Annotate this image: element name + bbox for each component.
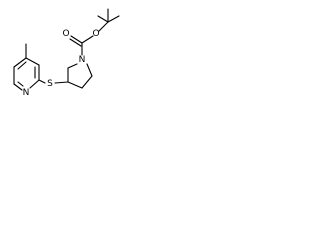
bond-pyrrolidine-c4-c5	[81, 75, 93, 89]
bond-tbu-methyl-left	[97, 15, 109, 23]
chemical-structure-diagram: O O N S N	[0, 0, 130, 122]
bond-pyrrolidine-n-c2	[67, 63, 78, 69]
carbonyl-oxygen-label: O	[62, 29, 69, 39]
bond-carbonyl-double-b	[69, 38, 82, 47]
bond-pyridine-c5-c4	[13, 57, 27, 68]
tert-butyl-group	[97, 8, 120, 32]
bond-pyridine-n-c6	[13, 83, 23, 91]
bond-pyridine-c2-n	[29, 79, 40, 89]
pyrrolidine-nitrogen-label: N	[79, 55, 86, 65]
bond-c3-sulfur	[54, 81, 69, 84]
ester-oxygen-label: O	[92, 29, 99, 39]
bond-pyridine-inner-double-3	[17, 81, 24, 87]
pyridine-ring: N	[13, 57, 40, 98]
molecule-drawing: O O N S N	[13, 8, 120, 98]
bond-pyrrolidine-c3-c4	[67, 81, 83, 89]
bond-tbu-oxygen	[98, 21, 109, 32]
sulfur-label: S	[47, 79, 53, 89]
bond-ester-oxygen-carbonyl-carbon	[81, 35, 94, 44]
pyrrolidine-ring: N	[67, 55, 93, 89]
bond-pyridine-inner-double-2	[17, 61, 27, 70]
thioether-linkage: S	[38, 79, 69, 89]
bond-pyridine-c4-c3	[25, 57, 40, 66]
bond-tbu-methyl-right	[107, 15, 120, 23]
bond-pyrrolidine-c5-n	[86, 63, 93, 77]
pyridine-nitrogen-label: N	[23, 88, 30, 98]
bond-carbonyl-double-a	[70, 35, 83, 44]
bond-sulfur-pyridine	[38, 79, 46, 84]
carbamate-group: O O	[62, 29, 100, 56]
